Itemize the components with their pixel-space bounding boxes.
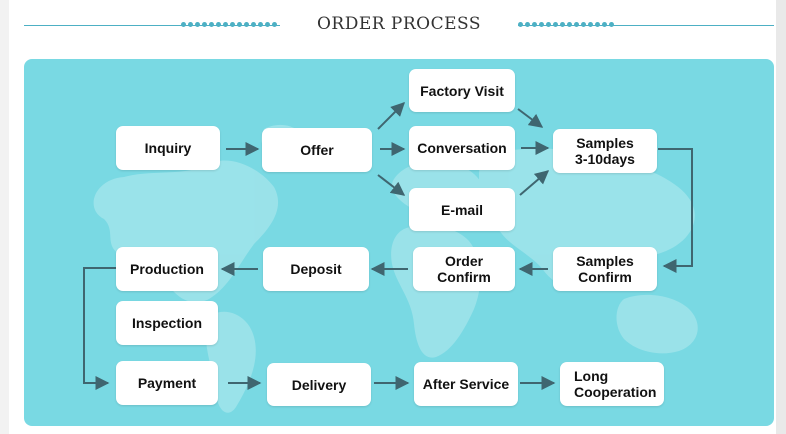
process-panel: Inquiry Offer Factory Visit Conversation… xyxy=(24,59,774,426)
step-factory-visit: Factory Visit xyxy=(409,69,515,112)
scrollbar-track[interactable] xyxy=(776,0,786,434)
step-offer: Offer xyxy=(262,128,372,172)
header-dots-right xyxy=(518,22,614,28)
step-payment: Payment xyxy=(116,361,218,405)
step-inspection: Inspection xyxy=(116,301,218,345)
header-divider-right xyxy=(518,25,774,26)
page-title: ORDER PROCESS xyxy=(316,14,482,34)
step-deposit: Deposit xyxy=(263,247,369,291)
header-divider-left xyxy=(24,25,280,26)
step-conversation: Conversation xyxy=(409,126,515,170)
step-samples: Samples 3-10days xyxy=(553,129,657,173)
step-production: Production xyxy=(116,247,218,291)
header-dots-left xyxy=(181,22,277,28)
step-delivery: Delivery xyxy=(267,363,371,406)
step-after-service: After Service xyxy=(414,362,518,406)
step-order-confirm: Order Confirm xyxy=(413,247,515,291)
step-samples-confirm: Samples Confirm xyxy=(553,247,657,291)
step-email: E-mail xyxy=(409,188,515,231)
step-long-cooperation: Long Cooperation xyxy=(560,362,664,406)
step-inquiry: Inquiry xyxy=(116,126,220,170)
